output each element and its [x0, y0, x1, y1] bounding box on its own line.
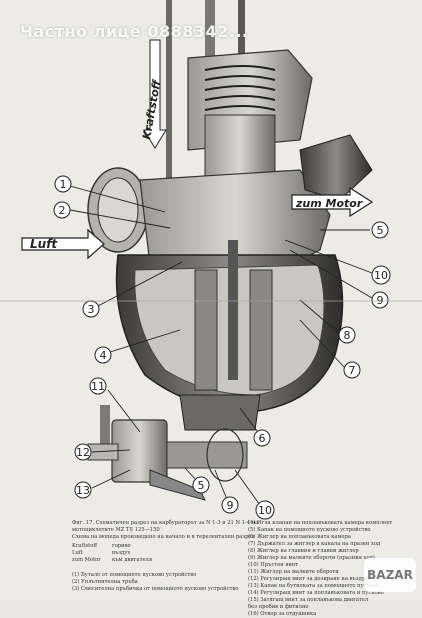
part-item: (3) Смесителна пръбичка от помощното пус… — [72, 586, 239, 592]
part-item: (1) Бутало от помощното пусково устройст… — [72, 572, 197, 578]
svg-text:2: 2 — [59, 204, 66, 217]
parts-list-right: (4) Игла клапан на поплавъковата камера … — [248, 520, 393, 618]
callout-inset-9: 9 — [221, 496, 239, 514]
callout-inset-5: 5 — [192, 476, 210, 494]
carburetor-diagram: 1 2 3 4 5 6 7 8 9 10 11 12 13 5 9 10 Kra… — [21, 0, 391, 520]
caption-line: Схема на мопеда произведено на начало и … — [72, 534, 255, 540]
svg-text:11: 11 — [91, 380, 105, 393]
part-item: (4) Игла клапан на поплавъковата камера … — [248, 520, 393, 526]
part-item: (15) Затягащ винт за поплавъкова двигате… — [248, 597, 369, 603]
term-legend: Kraftstoff гориво Luft въздух zum Motor към… — [72, 543, 152, 564]
page-fold — [0, 300, 422, 302]
svg-text:6: 6 — [259, 432, 266, 445]
part-item: (9) Жиглер на малките обороти (празния х… — [248, 555, 375, 561]
engine-flow-arrow — [291, 186, 374, 218]
callout-8: 8 — [338, 326, 356, 344]
svg-text:9: 9 — [227, 499, 234, 512]
figure-caption: Фиг. 17. Схематичен разрез на карбуратор… — [72, 520, 259, 541]
callout-12: 12 — [74, 443, 92, 461]
callout-11: 11 — [89, 377, 107, 395]
svg-text:10: 10 — [258, 504, 272, 517]
float-needle — [228, 240, 238, 380]
svg-text:4: 4 — [100, 349, 107, 362]
callout-2: 2 — [53, 201, 71, 219]
throttle-spring — [204, 65, 276, 111]
part-item: без пробив и фитилно — [248, 604, 309, 610]
caption-line: Фиг. 17. Схематичен разрез на карбуратор… — [72, 520, 259, 526]
svg-text:3: 3 — [88, 303, 95, 316]
label-luft: Luft — [30, 237, 58, 251]
callout-9: 9 — [371, 291, 389, 309]
part-item: (10) Пръстен винт — [248, 562, 299, 568]
callout-inset-10: 10 — [255, 500, 275, 520]
legend-term-de: zum Motor — [72, 557, 101, 563]
svg-text:9: 9 — [377, 294, 384, 307]
legend-term-de: Kraftstoff — [72, 543, 98, 549]
part-item: (11) Жиглер на малките обороти — [248, 569, 339, 575]
callout-5: 5 — [371, 221, 389, 239]
part-item: (13) Капак на бутилката за помощното пус… — [248, 583, 379, 589]
legend-term-bg: гориво — [112, 543, 131, 549]
legend-term-bg: въздух — [112, 550, 131, 556]
air-flow-arrow — [21, 228, 105, 260]
callout-3: 3 — [82, 300, 100, 318]
engine-outlet — [299, 134, 373, 201]
svg-text:12: 12 — [76, 446, 90, 459]
part-item: (6) Жиглер на поплавъковата камера — [248, 534, 352, 540]
svg-text:5: 5 — [377, 224, 384, 237]
svg-text:7: 7 — [349, 364, 356, 377]
svg-text:1: 1 — [60, 178, 67, 191]
svg-text:10: 10 — [374, 269, 388, 282]
label-zum-motor: zum Motor — [295, 197, 363, 210]
callout-13: 13 — [74, 481, 92, 499]
part-item: (2) Уплътнителна тръба — [72, 579, 138, 585]
watermark: Частно лице 0888342... — [20, 22, 249, 41]
svg-text:13: 13 — [76, 484, 90, 497]
part-item: (14) Регулиращ винт за поплавъковата и п… — [248, 590, 384, 596]
callout-6: 6 — [253, 429, 271, 447]
callout-10: 10 — [371, 265, 391, 285]
parts-list-left: (1) Бутало от помощното пусково устройст… — [72, 572, 242, 593]
fuel-flow-arrow — [143, 39, 167, 149]
callout-7: 7 — [343, 361, 361, 379]
bazar-logo: BAZAR — [364, 558, 416, 592]
part-item: (8) Жиглер на главния и главни жиглер — [248, 548, 359, 554]
leader-lines — [69, 185, 373, 509]
svg-text:5: 5 — [198, 479, 205, 492]
legend-term-de: Luft — [72, 550, 83, 556]
fuel-pipe-left — [166, 0, 172, 210]
fuel-pipe-right-b — [238, 0, 245, 70]
callout-4: 4 — [94, 346, 112, 364]
part-item: (16) Отвор за отдушника — [248, 611, 317, 617]
svg-text:8: 8 — [344, 329, 351, 342]
callout-1: 1 — [54, 175, 72, 193]
legend-term-bg: към двигателя — [112, 557, 153, 563]
caption-line: мотоциклетите MZ TS 125—150 — [72, 527, 160, 533]
part-item: (7) Държател за жиглер в канала на празе… — [248, 541, 381, 547]
part-item: (5) Капак на помощното пусково устройств… — [248, 527, 371, 533]
part-item: (12) Регулиращ винт за дозиране на възду… — [248, 576, 371, 582]
